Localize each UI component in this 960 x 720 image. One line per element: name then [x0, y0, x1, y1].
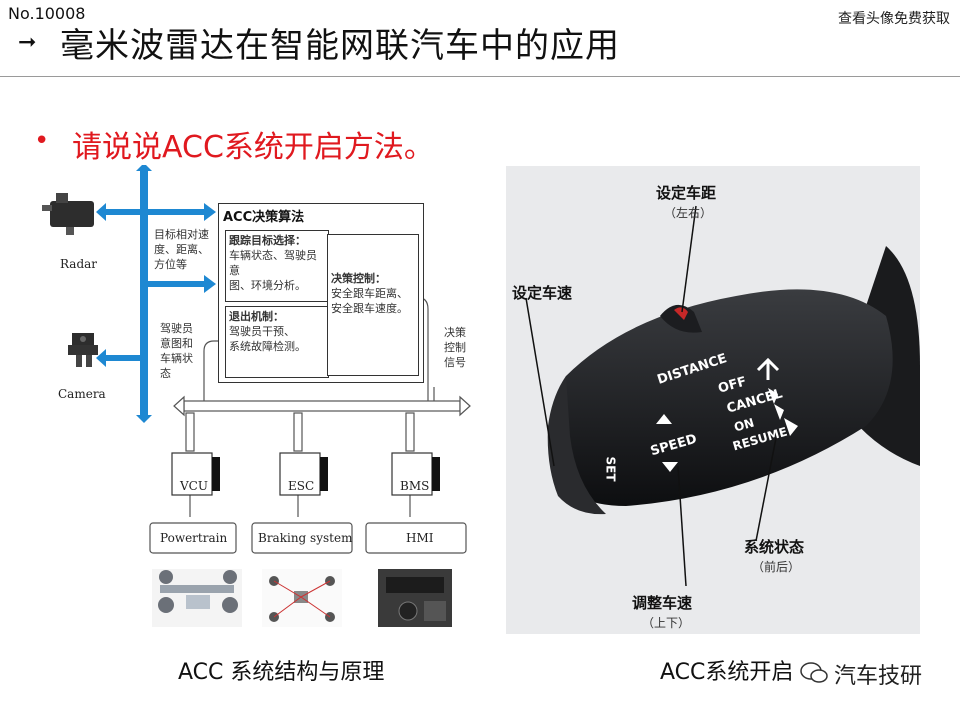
output-signal-label: 决策 控制 信号 — [444, 325, 466, 370]
track-title: 跟踪目标选择： — [229, 234, 306, 247]
title-arrow-icon: ➞ — [18, 30, 37, 55]
output-line: 信号 — [444, 356, 466, 369]
top-right-note: 查看头像免费获取 — [838, 11, 950, 27]
lever-illustration — [525, 205, 920, 587]
acc-lever-photo: 设定车距 （左右） 设定车速 系统状态 （前后） 调整车速 （上下） DISTA… — [506, 166, 920, 634]
hmi-dashboard-image — [378, 569, 452, 627]
decide-title: 决策控制： — [331, 272, 386, 285]
exit-title: 退出机制： — [229, 310, 284, 323]
label-adjust-speed: 调整车速 — [632, 594, 693, 612]
output-line: 决策 — [444, 326, 466, 339]
input-line: 度、距离、 — [154, 243, 209, 256]
watermark-text: 汽车技研 — [834, 664, 923, 689]
left-caption: ACC 系统结构与原理 — [178, 660, 385, 685]
subsystem-powertrain: Powertrain — [160, 531, 228, 545]
algo-title: ACC决策算法 — [223, 210, 305, 225]
decide-line: 安全跟车距离、 — [331, 287, 408, 300]
document-number: No.10008 — [8, 4, 86, 23]
blue-vertical-bus — [140, 169, 148, 419]
output-line: 控制 — [444, 341, 466, 354]
acc-algorithm-box: ACC决策算法 跟踪目标选择： 车辆状态、驾驶员意 图、环境分析。 退出机制： … — [218, 203, 424, 383]
braking-system-image — [262, 569, 342, 627]
input-line: 方位等 — [154, 258, 187, 271]
input-line: 目标相对速 — [154, 228, 209, 241]
acc-architecture-diagram: Radar Camera 目标相对速 度、距离、 方位等 驾驶员 意图和 车辆状… — [36, 165, 486, 645]
label-adjust-speed-sub: （上下） — [642, 616, 691, 630]
ecu-bms-label: BMS — [400, 479, 430, 493]
exit-mechanism-box: 退出机制： 驾驶员干预、 系统故障检测。 — [225, 306, 329, 378]
input-line: 态 — [160, 367, 171, 380]
wechat-watermark-icon — [800, 662, 828, 684]
exit-line: 系统故障检测。 — [229, 340, 306, 353]
input-target-info: 目标相对速 度、距离、 方位等 — [154, 227, 209, 272]
camera-label: Camera — [58, 387, 106, 401]
camera-device-icon — [68, 333, 98, 367]
ecu-esc-label: ESC — [288, 479, 315, 493]
label-set-speed: 设定车速 — [512, 284, 573, 302]
radar-label: Radar — [60, 257, 98, 271]
ecu-vcu-label: VCU — [180, 479, 208, 493]
subsystem-hmi: HMI — [406, 531, 434, 545]
subsystem-braking: Braking system — [258, 531, 353, 545]
lever-print-set: SET — [603, 456, 618, 482]
label-set-distance: 设定车距 — [656, 184, 717, 202]
input-driver-info: 驾驶员 意图和 车辆状 态 — [160, 321, 193, 381]
label-set-distance-sub: （左右） — [664, 206, 713, 220]
input-line: 驾驶员 — [160, 322, 193, 335]
decision-control-box: 决策控制： 安全跟车距离、 安全跟车速度。 — [327, 234, 419, 376]
title-divider — [0, 76, 960, 77]
track-line: 图、环境分析。 — [229, 279, 306, 292]
diagram-lines — [42, 165, 471, 627]
exit-line: 驾驶员干预、 — [229, 325, 295, 338]
input-line: 车辆状 — [160, 352, 193, 365]
track-target-box: 跟踪目标选择： 车辆状态、驾驶员意 图、环境分析。 — [225, 230, 329, 302]
label-system-state-sub: （前后） — [752, 560, 801, 574]
bullet-dot-icon: • — [34, 126, 50, 156]
label-system-state: 系统状态 — [744, 538, 805, 556]
decide-line: 安全跟车速度。 — [331, 302, 408, 315]
radar-device-icon — [42, 193, 94, 235]
question-text: 请说说ACC系统开启方法。 — [72, 130, 434, 165]
input-line: 意图和 — [160, 337, 193, 350]
slide-title: 毫米波雷达在智能网联汽车中的应用 — [60, 26, 620, 66]
ecu-chips — [171, 452, 440, 496]
track-line: 车辆状态、驾驶员意 — [229, 249, 317, 277]
right-caption: ACC系统开启 — [660, 660, 794, 685]
powertrain-image — [152, 569, 242, 627]
